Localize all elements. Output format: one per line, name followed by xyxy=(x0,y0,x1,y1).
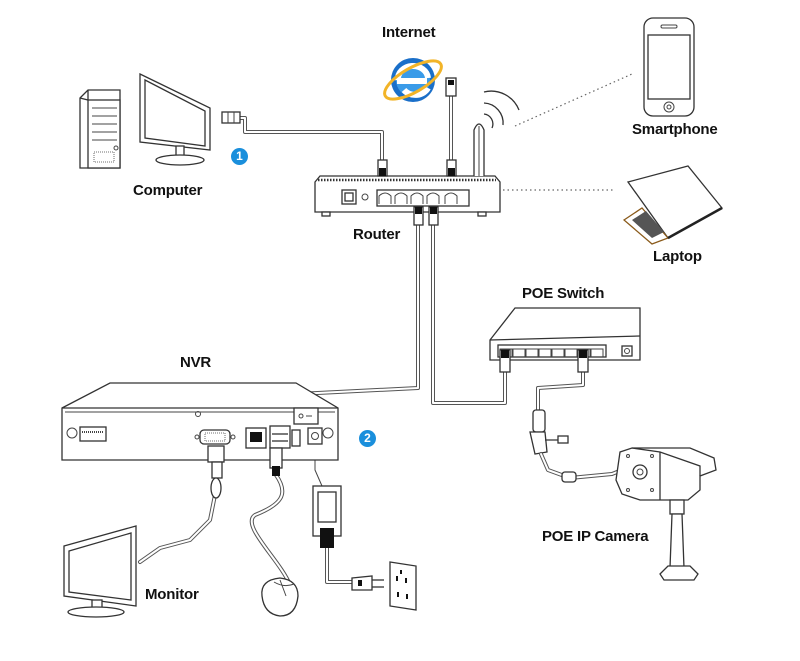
ethernet-plugs-router xyxy=(377,159,457,226)
cable-nvr-mouse xyxy=(249,473,292,587)
ethernet-plug-computer xyxy=(221,111,241,124)
internet-icon xyxy=(383,58,443,102)
label-smartphone: Smartphone xyxy=(632,121,718,138)
label-poe-switch: POE Switch xyxy=(522,285,605,302)
step-badge-2: 2 xyxy=(359,430,376,447)
laptop-icon xyxy=(622,165,723,245)
cable-switch-camera xyxy=(536,370,585,422)
router-lan-ports xyxy=(376,189,470,207)
cable-router-switch xyxy=(431,223,507,405)
cable-nvr-monitor xyxy=(138,460,218,564)
wireless-link-smartphone xyxy=(514,73,633,127)
label-laptop: Laptop xyxy=(653,248,702,265)
router-icon xyxy=(314,90,520,217)
computer-icon xyxy=(79,72,211,169)
label-poe-ip-camera: POE IP Camera xyxy=(542,528,649,545)
monitor-icon xyxy=(63,525,137,618)
ethernet-plug-internet xyxy=(445,77,457,97)
label-internet: Internet xyxy=(382,24,436,41)
power-outlet-icon xyxy=(351,561,417,611)
label-nvr: NVR xyxy=(180,354,212,371)
switch-ports xyxy=(497,344,607,358)
label-computer: Computer xyxy=(133,182,203,199)
nvr-icon xyxy=(61,382,339,476)
smartphone-icon xyxy=(643,17,695,117)
ethernet-plugs-switch xyxy=(499,349,589,373)
cable-computer-router xyxy=(238,116,384,162)
step-badge-1: 1 xyxy=(231,148,248,165)
poe-ip-camera-icon xyxy=(529,409,717,581)
power-adapter-icon xyxy=(312,485,342,548)
poe-switch-icon xyxy=(489,307,641,361)
mouse-icon xyxy=(261,577,299,617)
vga-plug xyxy=(210,461,223,499)
label-router: Router xyxy=(353,226,401,243)
label-monitor: Monitor xyxy=(145,586,199,603)
